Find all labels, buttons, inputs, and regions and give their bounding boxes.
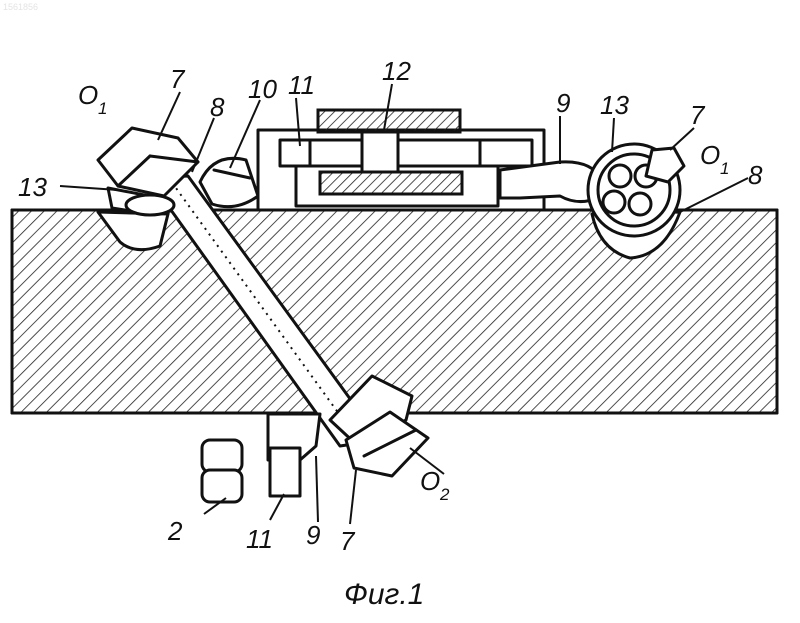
label-12: 12 bbox=[382, 56, 411, 86]
label-13-left: 13 bbox=[18, 172, 47, 202]
label-2: 2 bbox=[167, 516, 183, 546]
label-9-bottom: 9 bbox=[306, 520, 320, 550]
label-7-right: 7 bbox=[690, 100, 706, 130]
label-13-right: 13 bbox=[600, 90, 629, 120]
label-8-left: 8 bbox=[210, 92, 225, 122]
figure-caption: Фиг.1 bbox=[344, 578, 424, 611]
label-o1-left: O bbox=[78, 80, 98, 110]
label-7-top-left: 7 bbox=[170, 64, 186, 94]
label-10: 10 bbox=[248, 74, 277, 104]
label-9-right: 9 bbox=[556, 88, 570, 118]
label-o1-left-sub: 1 bbox=[98, 99, 107, 118]
label-o2-sub: 2 bbox=[439, 485, 450, 504]
spherical-washer-10 bbox=[200, 158, 258, 206]
label-o2: O bbox=[420, 466, 440, 496]
label-11-top: 11 bbox=[288, 70, 315, 100]
label-o1-right-sub: 1 bbox=[720, 159, 729, 178]
label-o1-right: O bbox=[700, 140, 720, 170]
watermark: 1561856 bbox=[3, 2, 38, 12]
label-8-right: 8 bbox=[748, 160, 763, 190]
label-7-bottom: 7 bbox=[340, 526, 356, 556]
label-11-bottom: 11 bbox=[246, 524, 273, 554]
clamp-lever-right bbox=[500, 162, 602, 202]
